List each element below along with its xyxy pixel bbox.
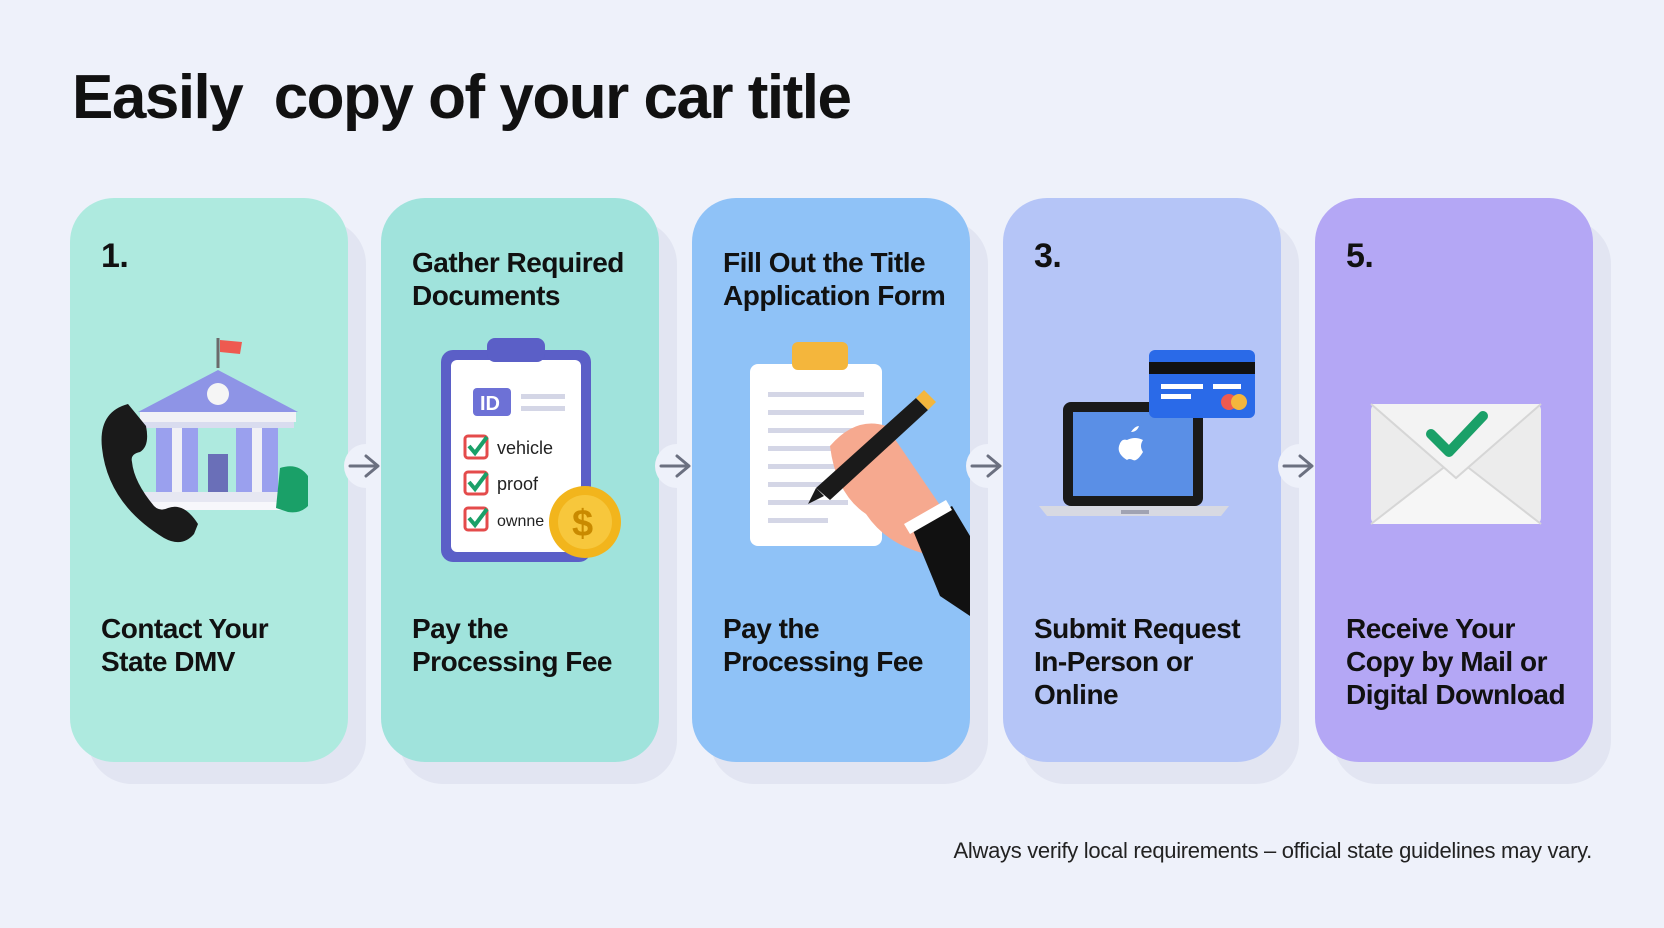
step-5-label: Receive Your Copy by Mail or Digital Dow… (1346, 613, 1566, 710)
step-2-label: Pay the Processing Fee (412, 613, 612, 677)
step-4-label: Submit Request In-Person or Online (1034, 613, 1241, 710)
step-card-4: 3. Submit Request In-Person or Online (1003, 198, 1281, 762)
step-card-5: 5. Receive Your Copy by Mail or Digital … (1315, 198, 1593, 762)
clipboard-icon: ID vehicle proof ownne $ (441, 338, 621, 562)
credit-card-icon (1149, 350, 1255, 418)
id-badge: ID (480, 393, 500, 415)
bank-icon (101, 338, 308, 543)
arrow-1 (344, 444, 388, 488)
step-4-heading: 3. (1034, 237, 1062, 275)
pen-icon (808, 390, 936, 504)
checkmark-icon (1426, 411, 1488, 457)
arrow-right-icon (1282, 454, 1314, 478)
svg-text:proof: proof (497, 474, 539, 494)
svg-text:$: $ (572, 503, 593, 545)
arrow-2 (655, 444, 699, 488)
step-card-1: 1. Contact Your State DMV (70, 198, 348, 762)
arrow-right-icon (970, 454, 1002, 478)
step-2-heading: Gather Required Documents (412, 247, 624, 311)
svg-text:ownne: ownne (497, 513, 544, 530)
arrow-4 (1278, 444, 1322, 488)
arrow-right-icon (348, 454, 380, 478)
step-1-heading: 1. (101, 237, 129, 275)
arrow-right-icon (659, 454, 691, 478)
step-3-label: Pay the Processing Fee (723, 613, 923, 677)
step-3-heading: Fill Out the Title Application Form (723, 247, 946, 311)
laptop-icon (1039, 350, 1255, 516)
footnote: Always verify local requirements – offic… (953, 838, 1593, 863)
form-icon (750, 342, 970, 616)
step-5-heading: 5. (1346, 237, 1374, 275)
envelope-icon (1370, 403, 1542, 525)
step-card-3: Fill Out the Title Application Form Pay … (692, 198, 970, 762)
svg-text:vehicle: vehicle (497, 438, 553, 458)
checklist: vehicle proof ownne (463, 434, 553, 532)
phone-icon (101, 404, 198, 543)
step-1-label: Contact Your State DMV (101, 613, 269, 677)
page-title: Easily copy of your car title (72, 63, 852, 132)
step-card-2: Gather Required Documents ID vehicle pro… (381, 198, 659, 762)
arrow-3 (966, 444, 1010, 488)
